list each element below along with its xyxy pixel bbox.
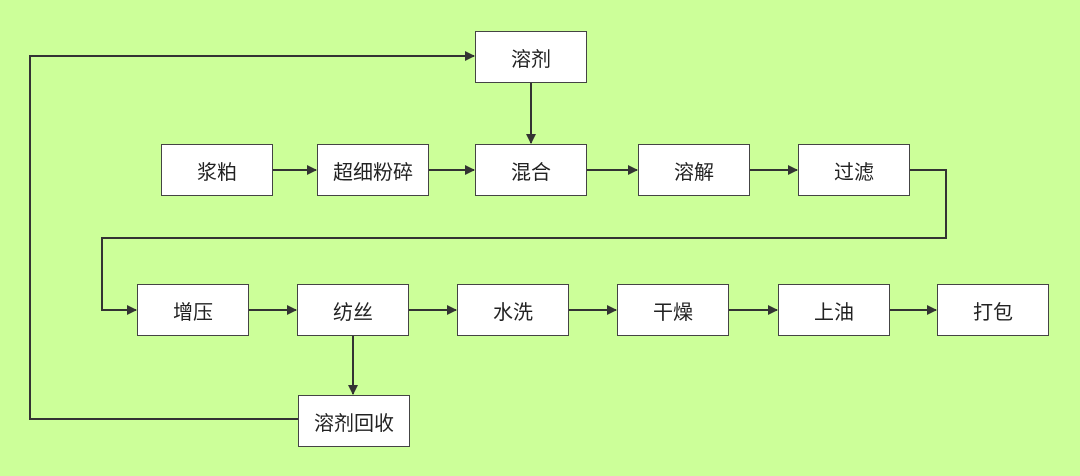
node-filtering: 过滤 — [798, 144, 910, 196]
node-ultrafine-grinding: 超细粉碎 — [317, 144, 429, 196]
node-oiling: 上油 — [778, 284, 890, 336]
node-drying: 干燥 — [617, 284, 729, 336]
node-mixing: 混合 — [475, 144, 587, 196]
node-pulp: 浆粕 — [161, 144, 273, 196]
node-packing: 打包 — [937, 284, 1049, 336]
edge-recover-to-solvent — [29, 51, 475, 420]
node-pressurizing: 增压 — [137, 284, 249, 336]
node-solvent-recovery: 溶剂回收 — [298, 395, 410, 447]
node-washing: 水洗 — [457, 284, 569, 336]
node-dissolving: 溶解 — [638, 144, 750, 196]
node-solvent: 溶剂 — [475, 31, 587, 83]
node-spinning: 纺丝 — [297, 284, 409, 336]
edge-filter-to-pressurize — [101, 169, 947, 315]
